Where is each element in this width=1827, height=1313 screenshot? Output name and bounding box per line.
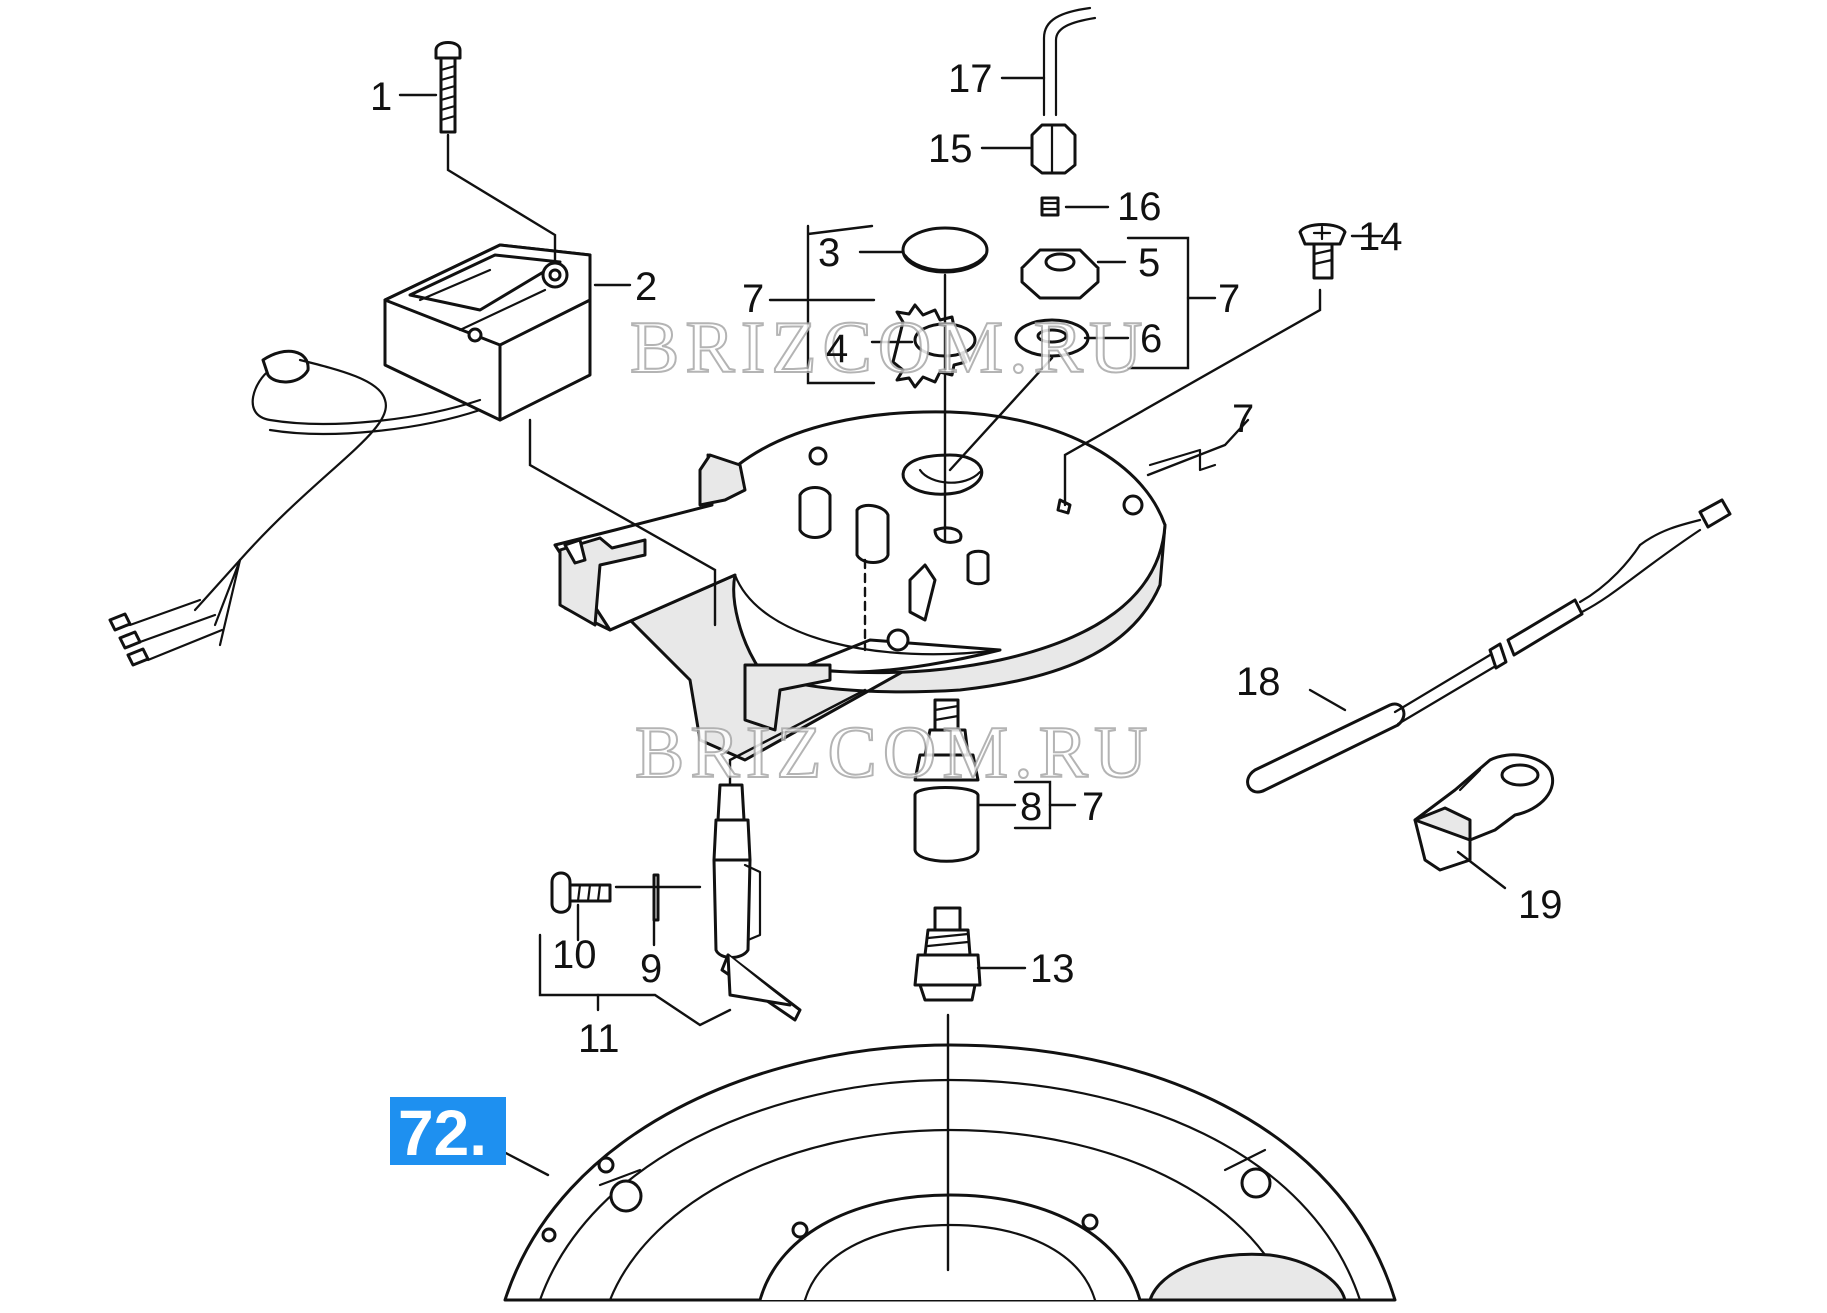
watermark-upper: BRIZCOM.RU: [630, 307, 1148, 389]
callout-5: 5: [1138, 241, 1160, 285]
adaptor-fitting: [913, 698, 980, 863]
callout-10: 10: [552, 933, 597, 977]
watermark-lower: BRIZCOM.RU: [635, 712, 1153, 794]
figure-badge-background: [390, 1097, 506, 1165]
callout-2: 2: [635, 265, 657, 309]
nozzle-fitting: [913, 906, 982, 1002]
leader-lines: [398, 76, 1507, 1272]
callout-4: 4: [826, 327, 848, 371]
callout-15: 15: [928, 127, 973, 171]
ignition-electrode: [712, 783, 802, 1022]
hex-nut: [1020, 248, 1100, 300]
callout-16: 16: [1117, 185, 1162, 229]
callout-7-plate: 7: [1232, 397, 1254, 441]
small-screw: [1298, 223, 1347, 280]
set-screw: [1040, 196, 1060, 217]
callout-7-right: 7: [1218, 277, 1240, 321]
flat-washer: [1014, 318, 1090, 358]
burner-base-ring: [503, 1043, 1397, 1302]
callout-7-stud: 7: [1082, 785, 1104, 829]
hex-coupling: [1030, 123, 1077, 175]
sensor-clip: [1413, 753, 1554, 872]
callout-7-left: 7: [742, 277, 764, 321]
callout-9: 9: [640, 947, 662, 991]
figure-badge-label: 72.: [398, 1097, 487, 1169]
callout-6: 6: [1140, 317, 1162, 361]
callout-13: 13: [1030, 947, 1075, 991]
pilot-tube: [1042, 6, 1097, 117]
mounting-plate: [553, 410, 1217, 762]
callout-3: 3: [818, 231, 840, 275]
long-screw: [434, 41, 462, 134]
flame-sensor-probe: [1246, 498, 1732, 794]
cap-disc: [901, 226, 989, 274]
callout-1: 1: [370, 75, 392, 119]
figure-badge: 72.: [390, 1097, 506, 1169]
callout-17: 17: [948, 57, 993, 101]
toothed-lock-washer: [891, 303, 977, 389]
electrode-pin: [652, 873, 660, 922]
callout-19: 19: [1518, 883, 1563, 927]
callout-14: 14: [1358, 215, 1403, 259]
callout-8: 8: [1020, 785, 1042, 829]
callout-11: 11: [578, 1017, 620, 1061]
ignition-control-box: [108, 243, 592, 667]
callout-18: 18: [1236, 660, 1281, 704]
electrode-screw: [550, 871, 612, 914]
